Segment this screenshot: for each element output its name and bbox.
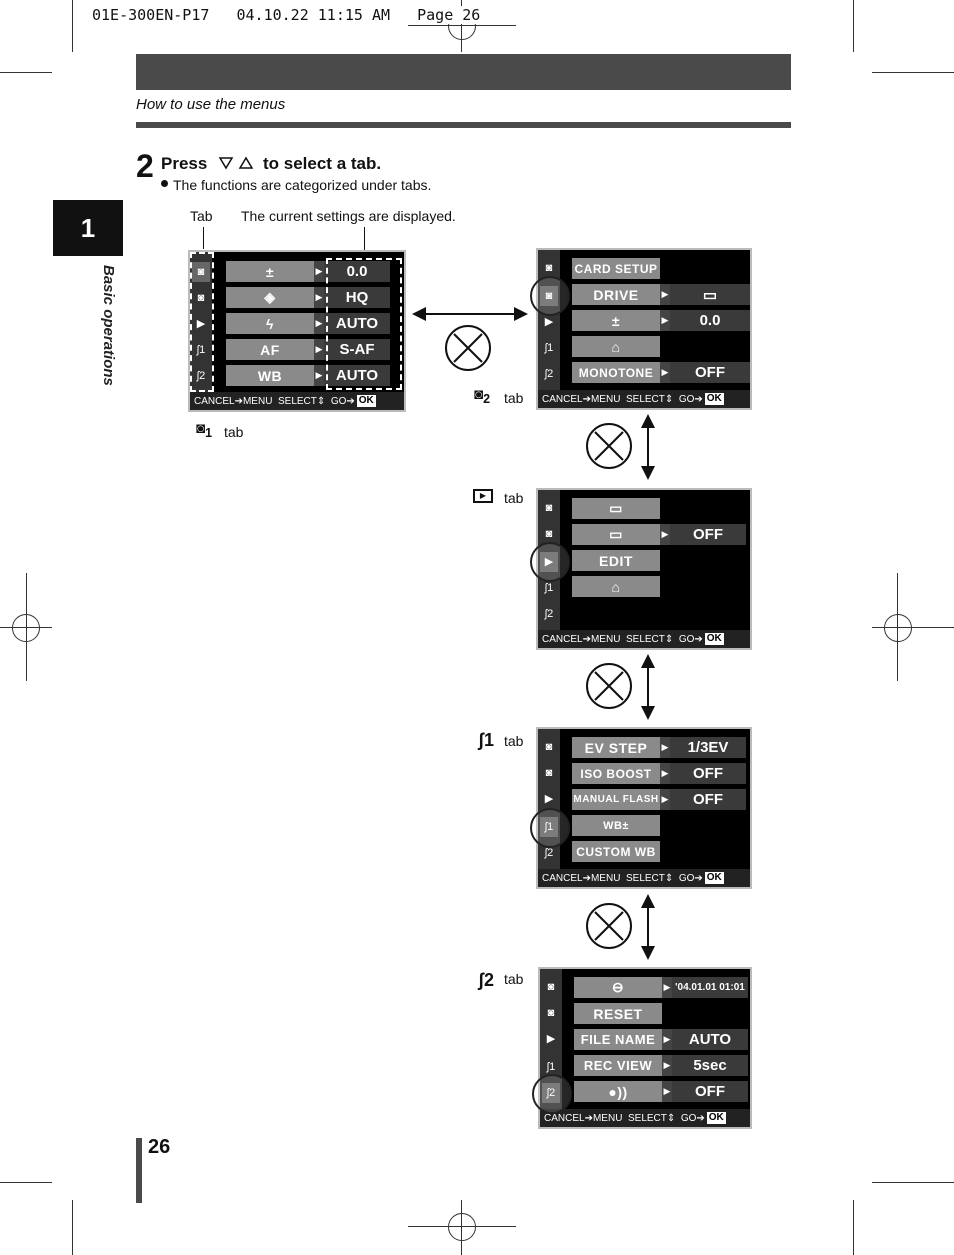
menu-row[interactable]: EDIT	[572, 550, 660, 571]
menu-row[interactable]: ▭▶OFF	[572, 524, 746, 545]
menu-row[interactable]: RESET	[574, 1003, 662, 1024]
setup1-icon: ʃ1	[478, 730, 495, 750]
callout-current-settings: The current settings are displayed.	[241, 208, 456, 224]
camera2-icon: ◙2	[474, 386, 491, 406]
print-slug: 01E-300EN-P17 04.10.22 11:15 AM Page 26	[92, 6, 481, 24]
menu-row[interactable]: ISO BOOST▶OFF	[572, 763, 746, 784]
setup1-tab-icon[interactable]: ʃ1	[196, 344, 206, 356]
menu-row[interactable]: ⊖▶'04.01.01 01:01	[574, 977, 748, 998]
menu-row[interactable]: REC VIEW▶5sec	[574, 1055, 748, 1076]
camera2-tab-label: tab	[504, 390, 524, 406]
arrow-pad-icon	[586, 903, 632, 949]
menu-row[interactable]: ⌂	[572, 576, 660, 597]
callout-tab: Tab	[190, 208, 213, 224]
menu-row[interactable]: EV STEP▶1/3EV	[572, 737, 746, 758]
step-press: Press	[161, 154, 208, 173]
registration-mark-bottom	[448, 1213, 476, 1241]
menu-screen-setup1: ◙ ◙ ▶ ʃ1 ʃ2 EV STEP▶1/3EV ISO BOOST▶OFF …	[536, 727, 752, 889]
selected-tab-ring	[532, 1074, 572, 1114]
setup1-tab-label: tab	[504, 733, 524, 749]
menu-footer: CANCEL➔MENU SELECT⇕ GO➔OK	[190, 392, 404, 410]
menu-row[interactable]: WB▶AUTO	[226, 365, 390, 386]
menu-row[interactable]: MANUAL FLASH▶OFF	[572, 789, 746, 810]
setup2-tab-label: tab	[504, 971, 524, 987]
play-icon: ▶	[473, 489, 493, 503]
camera1-icon: ◙1	[196, 420, 213, 440]
menu-screen-camera2: ◙ ◙ ▶ ʃ1 ʃ2 CARD SETUP DRIVE▶▭ ±▶0.0 ⌂ M…	[536, 248, 752, 410]
step-action: to select a tab.	[263, 154, 382, 173]
menu-row[interactable]: CUSTOM WB	[572, 841, 660, 862]
double-arrow-vertical	[641, 894, 655, 960]
menu-row[interactable]: ±▶0.0	[572, 310, 750, 331]
menu-row[interactable]: ⌂	[572, 336, 660, 357]
play-tab-icon[interactable]: ▶	[196, 318, 206, 330]
chapter-tab: 1	[53, 200, 123, 256]
arrow-pad-up-down-icon	[218, 156, 254, 170]
menu-screen-camera1: ◙ ◙ ▶ ʃ1 ʃ2 ±▶0.0 ◈▶HQ ϟ▶AUTO AF▶S-AF WB…	[188, 250, 406, 412]
setup2-tab-icon[interactable]: ʃ2	[196, 370, 206, 382]
menu-row[interactable]: ±▶0.0	[226, 261, 390, 282]
play-tab-label: tab	[504, 490, 524, 506]
menu-row[interactable]: ▭	[572, 498, 660, 519]
page-number: 26	[148, 1136, 171, 1158]
camera1-tab-label: tab	[224, 424, 244, 440]
double-arrow-vertical	[641, 414, 655, 480]
menu-row[interactable]: CARD SETUP	[572, 258, 660, 279]
selected-tab-ring	[530, 276, 570, 316]
menu-screen-playback: ◙ ◙ ▶ ʃ1 ʃ2 ▭ ▭▶OFF EDIT ⌂ CANCEL➔MENU S…	[536, 488, 752, 650]
camera1-tab-icon[interactable]: ◙	[192, 262, 210, 282]
registration-mark-right	[884, 614, 912, 642]
step-number: 2	[136, 148, 154, 184]
section-title: How to use the menus	[136, 96, 286, 113]
menu-row[interactable]: AF▶S-AF	[226, 339, 390, 360]
menu-row[interactable]: ●))▶OFF	[574, 1081, 748, 1102]
chapter-side-label: Basic operations	[100, 265, 117, 386]
double-arrow-vertical	[641, 654, 655, 720]
menu-row[interactable]: DRIVE▶▭	[572, 284, 750, 305]
menu-row[interactable]: ϟ▶AUTO	[226, 313, 390, 334]
menu-screen-setup2: ◙ ◙ ▶ ʃ1 ʃ2 ⊖▶'04.01.01 01:01 RESET FILE…	[538, 967, 752, 1129]
header-rule	[136, 122, 791, 128]
page-number-bar	[136, 1138, 142, 1203]
camera2-tab-icon[interactable]: ◙	[197, 292, 205, 304]
menu-row[interactable]: WB±	[572, 815, 660, 836]
header-bar	[136, 54, 791, 90]
setup2-icon: ʃ2	[478, 970, 495, 990]
menu-row[interactable]: ◈▶HQ	[226, 287, 390, 308]
bullet-dot-icon	[161, 180, 168, 187]
arrow-pad-icon	[445, 325, 491, 371]
selected-tab-ring	[530, 542, 570, 582]
selected-tab-ring	[530, 808, 570, 848]
arrow-pad-icon	[586, 663, 632, 709]
menu-row[interactable]: FILE NAME▶AUTO	[574, 1029, 748, 1050]
step-bullet: The functions are categorized under tabs…	[173, 177, 432, 193]
arrow-pad-icon	[586, 423, 632, 469]
double-arrow-horizontal	[412, 307, 528, 321]
menu-row[interactable]: MONOTONE▶OFF	[572, 362, 750, 383]
